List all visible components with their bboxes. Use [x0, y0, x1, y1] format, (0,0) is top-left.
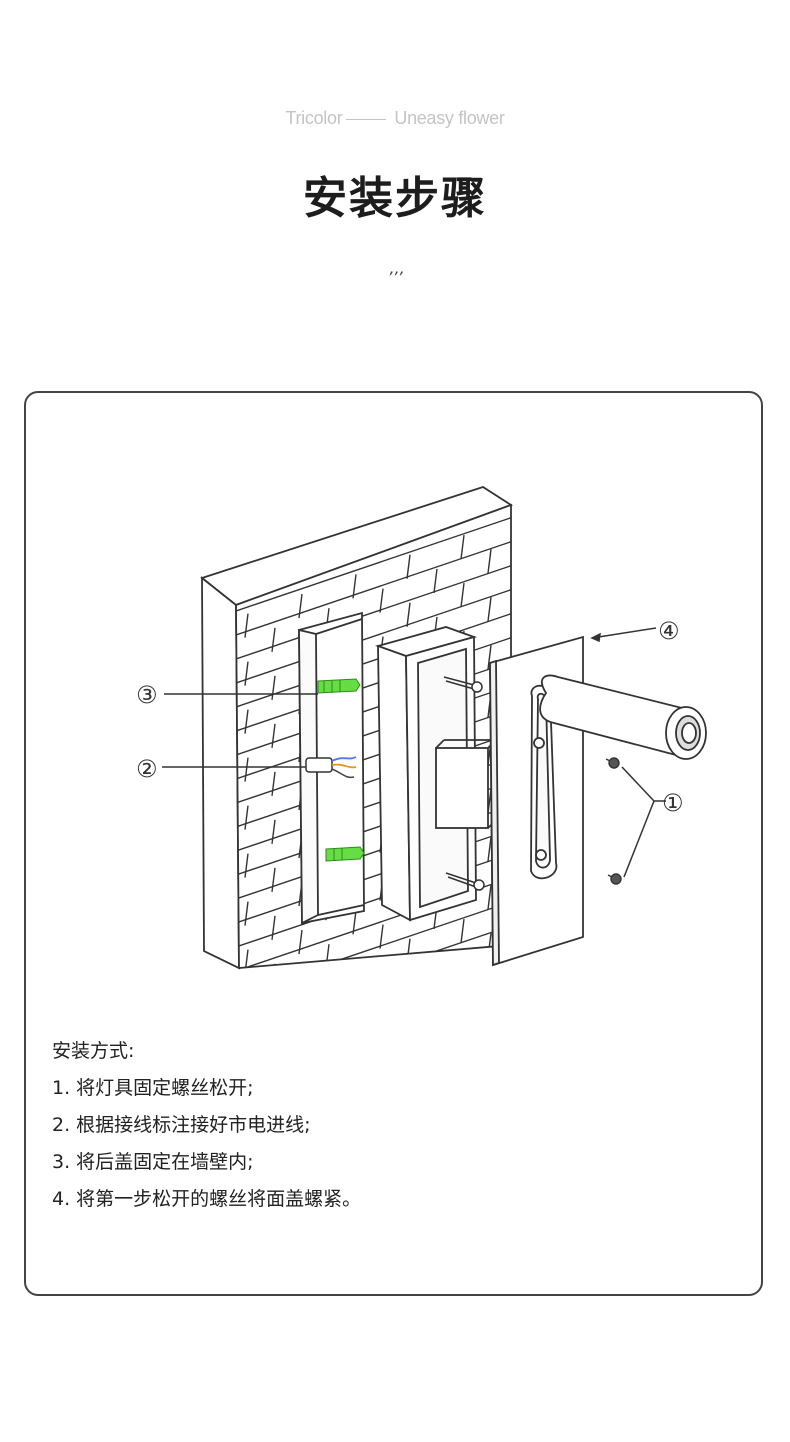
brick-joint-line — [460, 919, 465, 944]
brick-joint-line — [244, 661, 249, 686]
brick-joint-line — [379, 588, 384, 613]
back-box — [375, 626, 497, 922]
installation-diagram: ③ ② ④ ① — [136, 486, 707, 1013]
callout-2: ② — [136, 755, 158, 783]
brick-joint-line — [244, 805, 249, 830]
brick-course-line — [236, 921, 511, 968]
brick-joint-line — [244, 757, 249, 782]
brick-joint-line — [271, 627, 276, 652]
brick-joint-line — [488, 981, 491, 1005]
callout-leaders — [162, 627, 666, 878]
brick-joint-line — [487, 549, 492, 574]
brick-joint-line — [487, 837, 492, 862]
brick-joint-line — [271, 675, 276, 700]
callout-3: ③ — [136, 681, 158, 709]
brick-joint-line — [433, 568, 438, 593]
brick-joint-line — [326, 992, 329, 1013]
brick-joint-line — [271, 771, 276, 796]
brick-course-line — [236, 561, 511, 664]
header-subtitle: Tricolor Uneasy flower — [0, 108, 790, 129]
brick-joint-line — [407, 987, 410, 1011]
brick-joint-line — [244, 949, 249, 968]
brick-joint-line — [406, 554, 411, 579]
brick-joint-line — [353, 1006, 356, 1013]
brick-joint-line — [271, 819, 276, 844]
brick-joint-line — [244, 709, 249, 734]
page-title: 安装步骤 — [303, 173, 487, 224]
wall-anchor-bottom — [325, 846, 365, 862]
steps-heading: 安装方式: — [52, 1040, 135, 1062]
brick-joint-line — [487, 597, 492, 622]
step-1: 1. 将灯具固定螺丝松开; — [52, 1077, 254, 1099]
brick-joint-line — [406, 602, 411, 627]
brick-joint-line — [352, 574, 357, 599]
brick-joint-line — [271, 723, 276, 748]
box-screw-top — [443, 676, 483, 693]
subtitle-right: Uneasy flower — [394, 108, 505, 128]
brick-joint-line — [271, 963, 276, 968]
brick-joint-line — [460, 967, 465, 968]
brick-joint-line — [352, 910, 357, 935]
step-4: 4. 将第一步松开的螺丝将面盖螺紧。 — [52, 1188, 362, 1210]
loose-screw-top — [605, 757, 620, 769]
callout-1: ① — [662, 789, 684, 817]
callout-4: ④ — [658, 617, 680, 645]
brick-joint-line — [380, 973, 383, 997]
brick-joint-line — [244, 613, 249, 638]
brick-course-line — [236, 513, 511, 616]
brick-joint-line — [460, 583, 465, 608]
brick-joint-line — [352, 958, 357, 968]
brick-joint-line — [434, 1001, 437, 1013]
step-3: 3. 将后盖固定在墙壁内; — [52, 1151, 254, 1173]
brick-joint-line — [299, 978, 302, 1002]
step-2: 2. 根据接线标注接好市电进线; — [52, 1114, 311, 1136]
brick-joint-line — [460, 535, 465, 560]
subtitle-left: Tricolor — [285, 108, 343, 128]
brick-course-line — [236, 585, 511, 688]
loose-screw-bottom — [607, 873, 622, 885]
box-screw-bottom — [445, 872, 485, 891]
brick-joint-line — [433, 952, 438, 968]
brick-joint-line — [487, 645, 492, 670]
brick-joint-line — [244, 901, 249, 926]
brick-joint-line — [272, 1012, 275, 1013]
callout-labels: ③ ② ④ ① — [136, 617, 684, 817]
decor-mark: ’’’ — [387, 268, 403, 287]
brick-course-line — [226, 970, 521, 1013]
brick-joint-line — [244, 853, 249, 878]
brick-joint-line — [487, 885, 492, 910]
lamp-head — [539, 674, 707, 760]
brick-joint-line — [245, 998, 248, 1013]
brick-course-line — [236, 897, 511, 968]
instruction-card: ③ ② ④ ① 安装方式: 1. 将灯具固定螺丝松开; 2. 根据接线标注接好市… — [24, 391, 763, 1296]
brick-joint-line — [379, 924, 384, 949]
brick-course-line — [236, 537, 511, 640]
brick-joint-line — [271, 915, 276, 940]
power-cable — [305, 756, 357, 779]
installation-steps: 安装方式: 1. 将灯具固定螺丝松开; 2. 根据接线标注接好市电进线; 3. … — [52, 1033, 732, 1218]
wall-anchor-top — [317, 678, 361, 694]
brick-joint-line — [271, 867, 276, 892]
subtitle-divider — [346, 118, 387, 120]
